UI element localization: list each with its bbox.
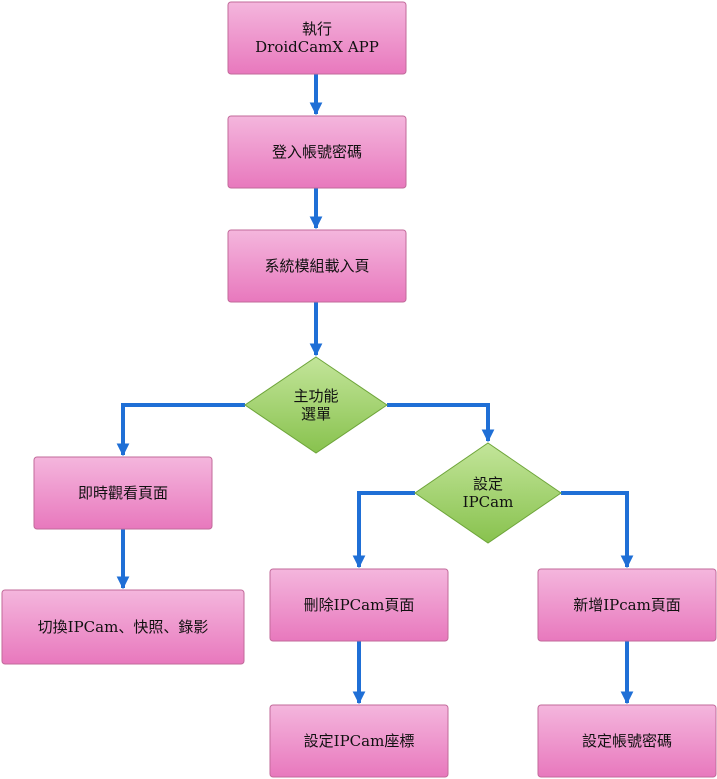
node-main-menu: [244, 356, 388, 454]
node-switch-cam: [1, 589, 245, 665]
node-add-cam: [537, 568, 717, 642]
node-set-account: [537, 704, 717, 778]
edge-settings-to-delete-cam: [352, 491, 415, 569]
edge-settings-to-add-cam: [561, 491, 634, 569]
node-settings: [414, 442, 562, 544]
edges-layer: [116, 74, 634, 705]
node-set-cam-coord: [269, 704, 449, 778]
node-login: [227, 115, 407, 189]
node-load-module: [227, 229, 407, 303]
node-run-app: [227, 1, 407, 75]
edge-main-menu-to-live-view: [116, 403, 245, 457]
node-live-view: [33, 456, 213, 530]
edge-main-menu-to-settings: [387, 403, 495, 443]
node-delete-cam: [269, 568, 449, 642]
